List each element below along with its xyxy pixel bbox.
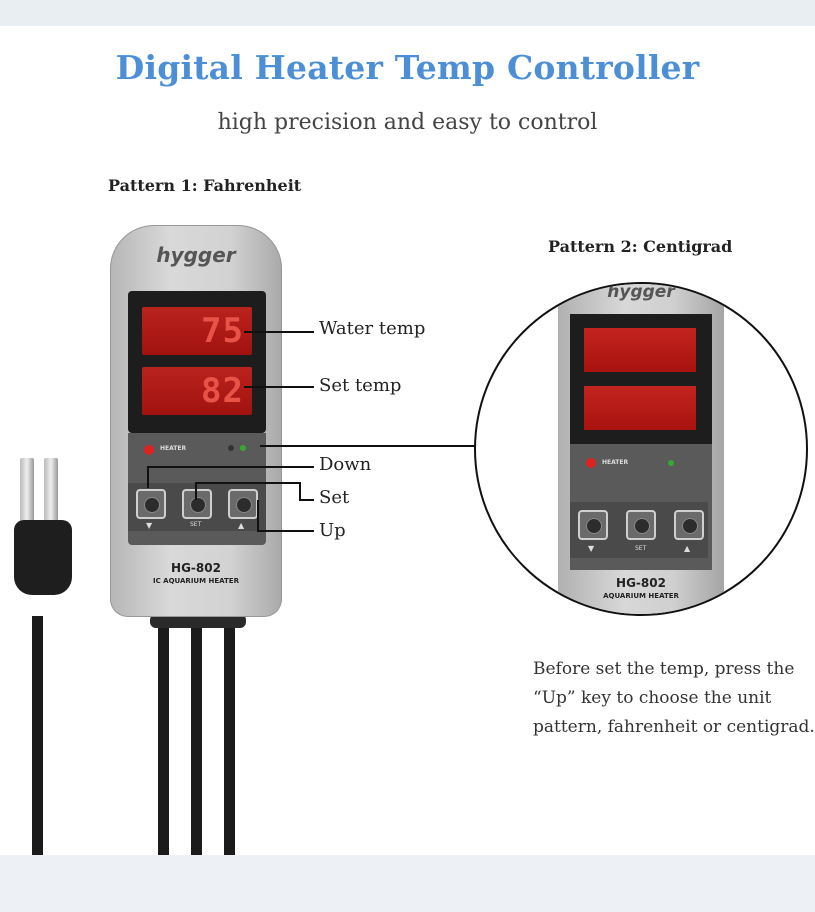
down-arrow-icon: ▼ [146,521,153,530]
display-panel: 75 82 [128,291,266,433]
zoom-brand-logo: hygger [607,282,675,302]
heater-indicator-icon [144,445,154,455]
product-image: Digital Heater Temp Controller high prec… [0,26,815,861]
up-arrow-icon: ▲ [238,521,245,530]
zoom-button-row: ▼ SET ▲ [570,502,708,558]
zoom-model-number: HG-802 [616,576,666,590]
model-subtitle: IC AQUARIUM HEATER [153,577,239,585]
zoom-down-arrow-icon: ▼ [588,544,595,553]
zoom-set-button[interactable] [626,510,656,540]
model-number: HG-802 [171,561,221,575]
pattern-2-label: Pattern 2: Centigrad [548,237,733,256]
heater-label: HEATER [160,445,187,452]
set-key-label: SET [190,521,202,528]
brand-logo: hygger [156,243,236,267]
zoom-set-key-label: SET [635,545,647,552]
top-band [0,0,815,26]
bottom-band [0,855,815,912]
zoom-device: hygger HEATER ▼ SET ▲ HG-802 AQUARI [558,282,724,614]
zoom-down-button[interactable] [578,510,608,540]
instruction-note: Before set the temp, press the “Up” key … [533,659,815,737]
zoom-water-temp-display [584,328,696,372]
pattern-1-label: Pattern 1: Fahrenheit [108,176,302,195]
power-plug [14,520,72,595]
zoom-detail-circle: hygger HEATER ▼ SET ▲ HG-802 AQUARI [474,282,808,616]
up-button[interactable] [228,489,258,519]
zoom-up-button[interactable] [674,510,704,540]
page-subtitle: high precision and easy to control [217,110,598,135]
cable-collar [150,614,246,628]
power-cord [32,616,43,856]
zoom-model-subtitle: AQUARIUM HEATER [603,592,679,600]
zoom-up-arrow-icon: ▲ [684,544,691,553]
zoom-unit-indicator-icon [668,460,674,466]
callout-set-temp: Set temp [319,375,402,396]
set-temp-display: 82 [142,367,252,415]
output-cable-3 [224,621,235,861]
zoom-display-panel [570,314,712,444]
callout-set: Set [319,487,350,508]
callout-up: Up [319,520,346,541]
plug-prong-left [20,458,34,524]
plug-prong-right [44,458,58,524]
controller-device: hygger 75 82 HEATER ▼ SET ▲ HG-802 IC AQ… [110,225,282,617]
callout-lines [147,331,476,532]
zoom-heater-label: HEATER [602,459,629,466]
callout-water-temp: Water temp [319,318,426,339]
unit-indicator-icon [240,445,246,451]
zoom-set-temp-display [584,386,696,430]
down-button[interactable] [136,489,166,519]
zoom-heater-indicator-icon [586,458,596,468]
page-title: Digital Heater Temp Controller [115,48,700,87]
output-cable-2 [191,621,202,861]
output-cable-1 [158,621,169,861]
callout-down: Down [319,454,372,475]
zoom-control-strip: HEATER ▼ SET ▲ [570,444,712,570]
unit-indicator-off-icon [228,445,234,451]
water-temp-display: 75 [142,307,252,355]
